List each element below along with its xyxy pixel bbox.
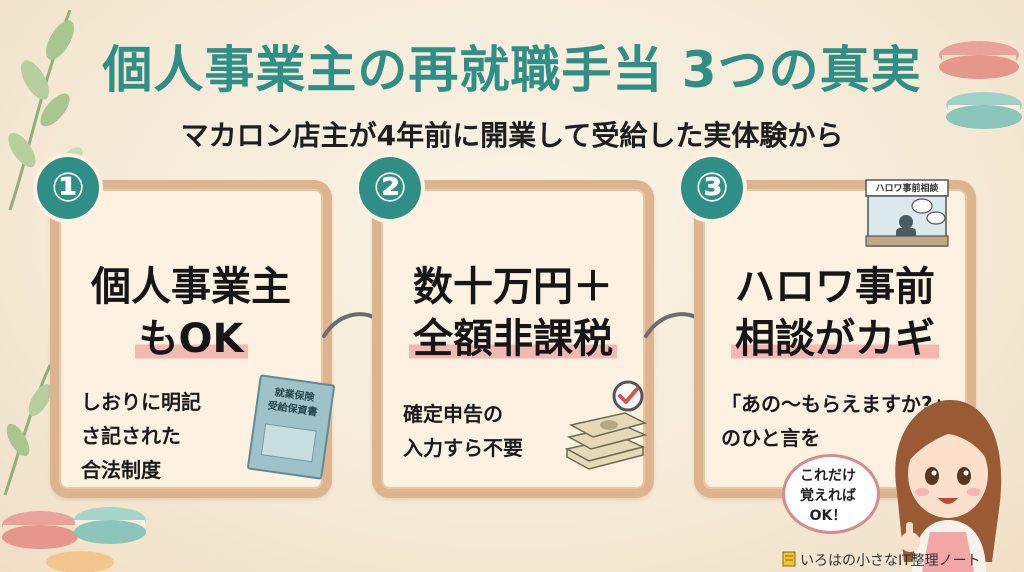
card-heading: ハロワ事前 相談がカギ bbox=[703, 261, 967, 365]
card-heading: 個人事業主 もOK bbox=[91, 264, 291, 362]
booklet-icon: 就業保険 受給保資書 bbox=[246, 374, 336, 480]
card-heading: 数十万円＋ 全額非課税 bbox=[381, 261, 645, 365]
card-1: ① 個人事業主 もOK しおりに明記 さ記された 合法制度 就業保険 受給保資書 bbox=[37, 157, 336, 498]
macaron-decoration-icon bbox=[939, 41, 1022, 129]
card-body: 「あの〜もらえますか?」 のひと言を bbox=[721, 392, 953, 450]
footer-credit: いろはの小さなIT整理ノート bbox=[800, 553, 981, 569]
macaron-decoration-icon bbox=[2, 507, 146, 572]
page-title: 個人事業主の再就職手当 3つの真実 bbox=[102, 41, 922, 99]
booth-label: ハロワ事前相談 bbox=[875, 184, 939, 194]
card-number: ② bbox=[359, 157, 421, 219]
notebook-icon bbox=[782, 551, 796, 567]
card-body: 確定申告の 入力すら不要 bbox=[403, 402, 523, 460]
page-subtitle: マカロン店主が4年前に開業して受給した実体験から bbox=[180, 119, 844, 152]
check-icon bbox=[612, 380, 644, 412]
card-number: ③ bbox=[681, 157, 743, 219]
card-2: ② 数十万円＋ 全額非課税 確定申告の 入力すら不要 bbox=[359, 157, 654, 498]
speech-bubble-text: これだけ 覚えれば OK！ bbox=[800, 468, 856, 524]
speech-bubble bbox=[782, 454, 880, 534]
consultation-booth-icon bbox=[865, 179, 949, 247]
character-avatar-icon bbox=[895, 400, 1002, 572]
card-body: しおりに明記 さ記された 合法制度 bbox=[81, 390, 201, 482]
money-stack-icon bbox=[564, 412, 647, 470]
card-number: ① bbox=[37, 157, 99, 219]
leaf-decoration-icon bbox=[3, 364, 52, 496]
